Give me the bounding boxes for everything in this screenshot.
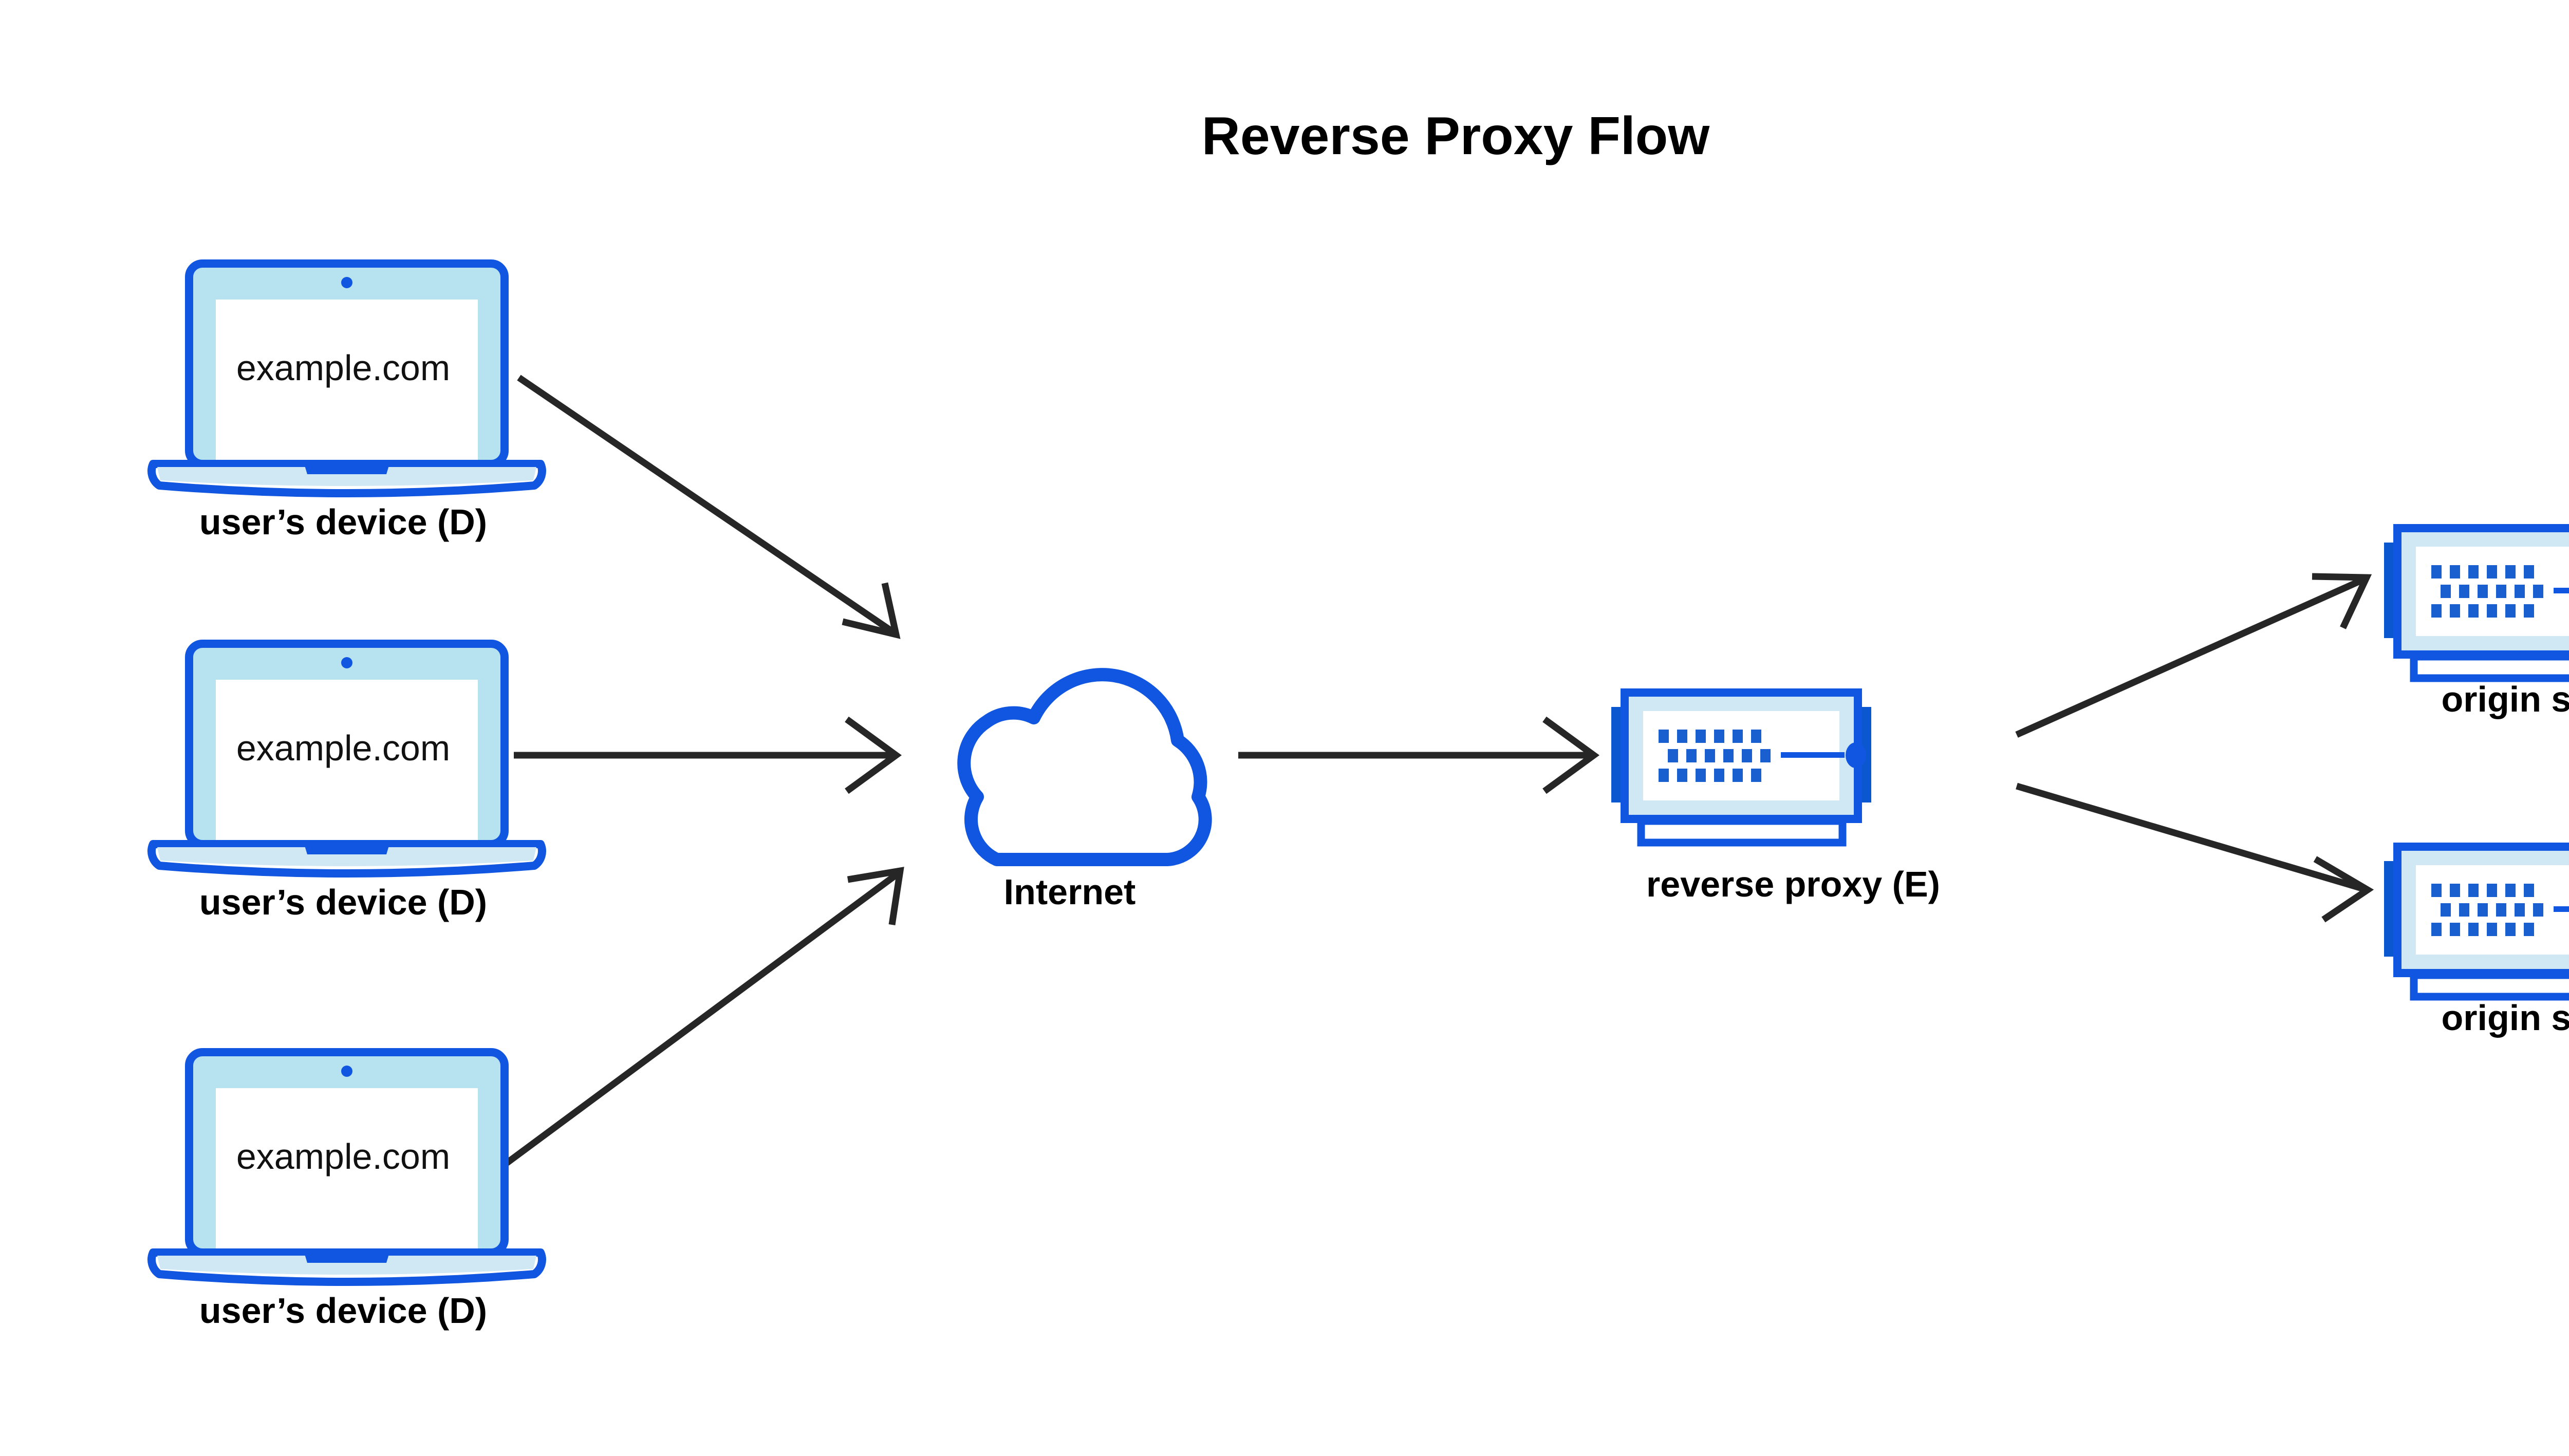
client-screen-text: example.com <box>236 728 450 768</box>
node-client-1[interactable]: example.com user’s device (D) <box>152 264 542 542</box>
server-icon <box>2384 847 2569 997</box>
edge-client1-internet <box>517 375 901 639</box>
client-label: user’s device (D) <box>199 882 487 922</box>
reverse-proxy-label: reverse proxy (E) <box>1646 864 1940 904</box>
server-icon <box>2384 528 2569 678</box>
edge-client2-internet <box>514 716 902 794</box>
node-client-3[interactable]: example.com user’s device (D) <box>152 1052 542 1331</box>
node-origin-1[interactable]: origin server (F) <box>2384 528 2569 719</box>
server-icon <box>1611 693 1871 843</box>
internet-label: Internet <box>1004 872 1136 912</box>
node-client-2[interactable]: example.com user’s device (D) <box>152 644 542 922</box>
origin-server-label: origin server (F) <box>2442 679 2569 719</box>
edge-internet-proxy <box>1238 716 1600 794</box>
node-reverse-proxy[interactable]: reverse proxy (E) <box>1611 693 1940 904</box>
client-screen-text: example.com <box>236 348 450 388</box>
edge-client3-internet <box>499 867 904 1170</box>
client-screen-text: example.com <box>236 1136 450 1177</box>
edge-layer <box>499 375 2374 1170</box>
client-label: user’s device (D) <box>199 502 487 542</box>
client-label: user’s device (D) <box>199 1291 487 1331</box>
cloud-icon <box>964 675 1205 860</box>
edge-proxy-origin1 <box>2015 573 2372 738</box>
node-internet[interactable]: Internet <box>964 675 1205 912</box>
edge-proxy-origin2 <box>2016 782 2374 923</box>
node-origin-2[interactable]: origin server (F) <box>2384 847 2569 1038</box>
page-title: Reverse Proxy Flow <box>1202 106 1710 166</box>
origin-server-label: origin server (F) <box>2442 998 2569 1038</box>
